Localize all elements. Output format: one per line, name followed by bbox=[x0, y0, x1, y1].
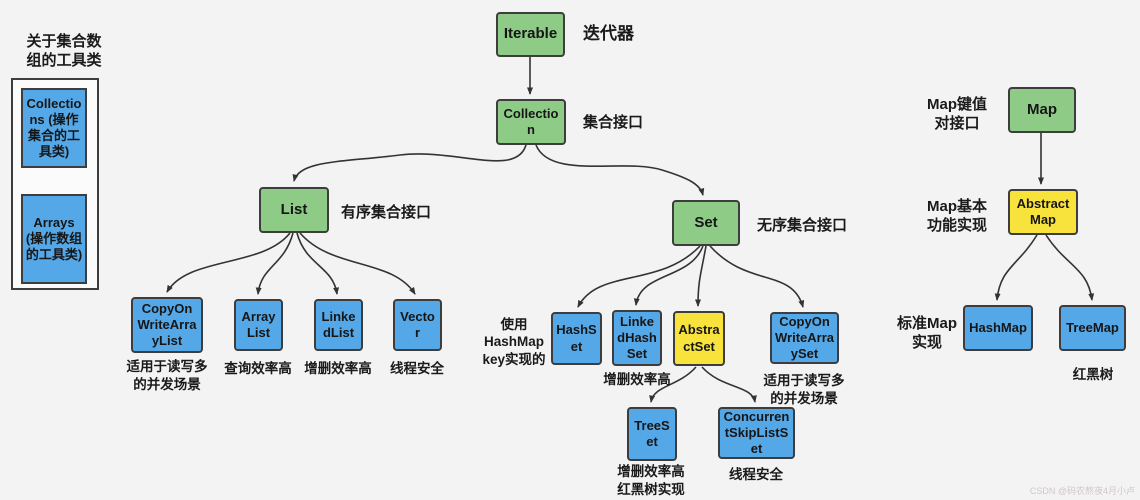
node-copyonwritearraylist: CopyOnWriteArrayList bbox=[131, 297, 203, 353]
note-hashmap: 标准Map 实现 bbox=[896, 315, 957, 352]
edge-abstractset-concurrentskiplistset bbox=[701, 366, 757, 403]
edge-abstractmap-hashmap bbox=[994, 234, 1038, 301]
note-map: Map键值 对接口 bbox=[926, 96, 987, 133]
edge-abstractset-treeset bbox=[649, 366, 697, 403]
node-copyonwritearrayset: CopyOnWriteArraySet bbox=[770, 312, 839, 364]
node-hashmap: HashMap bbox=[963, 305, 1033, 351]
sidebar-title: 关于集合数 组的工具类 bbox=[26, 33, 102, 69]
caption-linkedhashset: 增删效率高 bbox=[603, 372, 671, 387]
note-list: 有序集合接口 bbox=[341, 204, 432, 221]
edge-set-linkedhashset bbox=[633, 245, 704, 306]
note-iterable: 迭代器 bbox=[583, 24, 634, 43]
caption-arraylist: 查询效率高 bbox=[224, 361, 292, 376]
node-iterable: Iterable bbox=[496, 12, 565, 57]
node-abstractset: AbstractSet bbox=[673, 311, 725, 366]
sidebar-frame: Collections (操作集合的工具类) Arrays (操作数组的工具类) bbox=[11, 78, 99, 290]
node-list: List bbox=[259, 187, 329, 233]
edge-set-hashset bbox=[577, 245, 701, 308]
caption-linkedlist: 增删效率高 bbox=[304, 361, 372, 376]
edge-abstractmap-treemap bbox=[1045, 234, 1095, 301]
watermark: CSDN @码农熬夜4月小卢 bbox=[1029, 486, 1135, 496]
node-treeset: TreeSet bbox=[627, 407, 677, 461]
caption-concurrentskiplistset: 线程安全 bbox=[729, 467, 783, 482]
node-linkedlist: LinkedList bbox=[314, 299, 363, 351]
caption-copyonwritearrayset: 适用于读写多 的并发场景 bbox=[763, 373, 845, 406]
caption-treeset: 增删效率高 红黑树实现 bbox=[617, 464, 685, 497]
note-set: 无序集合接口 bbox=[757, 217, 848, 234]
sidebar-item-arrays: Arrays (操作数组的工具类) bbox=[21, 194, 87, 284]
caption-copyonwritearraylist: 适用于读写多 的并发场景 bbox=[126, 359, 208, 392]
edge-collection-list bbox=[292, 144, 527, 182]
node-concurrentskiplistset: ConcurrentSkipListSet bbox=[718, 407, 795, 459]
edge-list-vector bbox=[299, 232, 416, 295]
caption-vector: 线程安全 bbox=[390, 361, 444, 376]
node-collection: Collection bbox=[496, 99, 566, 145]
edge-collection-set bbox=[535, 144, 705, 196]
node-set: Set bbox=[672, 200, 740, 246]
note-hashset: 使用 HashMap key实现的 bbox=[482, 317, 546, 367]
node-arraylist: ArrayList bbox=[234, 299, 283, 351]
edge-set-copyonwritearrayset bbox=[709, 245, 805, 308]
note-collection: 集合接口 bbox=[583, 114, 644, 131]
edge-set-abstractset bbox=[695, 245, 707, 307]
node-treemap: TreeMap bbox=[1059, 305, 1126, 351]
node-abstractmap: AbstractMap bbox=[1008, 189, 1078, 235]
node-map: Map bbox=[1008, 87, 1076, 133]
node-hashset: HashSet bbox=[551, 312, 602, 365]
node-linkedhashset: LinkedHashSet bbox=[612, 310, 662, 366]
edge-list-linkedlist bbox=[296, 232, 340, 295]
sidebar-item-collections: Collections (操作集合的工具类) bbox=[21, 88, 87, 168]
edge-list-arraylist bbox=[255, 232, 294, 295]
node-vector: Vector bbox=[393, 299, 442, 351]
note-abstractmap: Map基本 功能实现 bbox=[926, 198, 987, 235]
caption-treemap: 红黑树 bbox=[1072, 367, 1114, 382]
edge-list-copyonwritearraylist bbox=[166, 232, 291, 293]
